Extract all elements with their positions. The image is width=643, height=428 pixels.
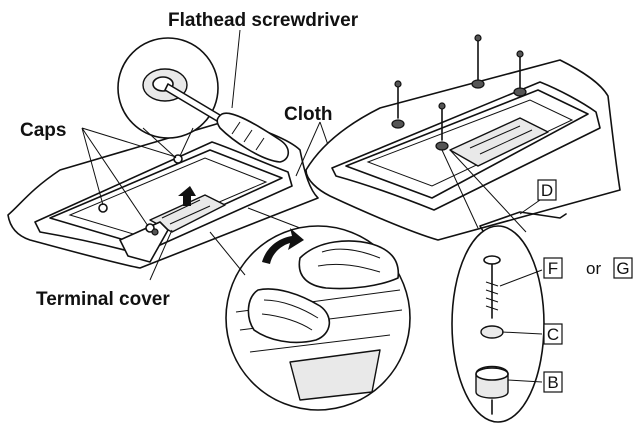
label-terminal-cover: Terminal cover <box>36 289 170 310</box>
screw-f-head <box>483 255 501 265</box>
part-g-tag: G <box>613 257 633 279</box>
nut-c <box>480 325 504 339</box>
left-tv-back <box>34 141 293 255</box>
cap-hole-2 <box>173 154 183 164</box>
left-tv-assembly <box>7 29 336 281</box>
rotate-arrow <box>262 228 304 264</box>
part-b-tag: B <box>543 371 563 393</box>
part-g-letter: G <box>616 259 629 278</box>
part-d-letter: D <box>541 181 553 200</box>
screw-f-thread <box>485 281 499 311</box>
cap-hole-1 <box>98 203 108 213</box>
label-caps: Caps <box>20 120 66 141</box>
left-tv-rim <box>68 157 268 237</box>
screwdriver-handle <box>216 112 290 163</box>
hands-close-up <box>209 207 411 411</box>
right-stand-plate <box>449 117 549 167</box>
hand-top <box>298 240 400 290</box>
hand-bottom <box>247 288 331 344</box>
part-d-tag: D <box>537 179 557 201</box>
screw-magnifier-cone <box>441 149 527 233</box>
spacer-b-top <box>475 367 509 381</box>
cap-hole-4 <box>151 228 159 236</box>
label-flathead-screwdriver: Flathead screwdriver <box>168 10 359 31</box>
terminal-pointer <box>149 229 173 281</box>
panel-recess <box>289 349 381 401</box>
caps-pointer-lines <box>81 127 177 227</box>
part-leaders <box>499 199 543 383</box>
magnifier-cone <box>142 127 194 159</box>
right-tv-inner-edge <box>345 89 589 199</box>
part-b-letter: B <box>547 373 558 392</box>
label-cloth: Cloth <box>284 104 333 125</box>
hand-bottom-fingers <box>261 299 319 331</box>
hand-top-fingers <box>317 248 381 273</box>
terminal-cover-ribs <box>161 199 211 225</box>
hands-cone <box>209 207 301 276</box>
lift-arrow <box>178 186 196 206</box>
screwdriver-grip <box>231 121 265 151</box>
part-f-tag: F <box>543 257 563 279</box>
screwdriver-pointer <box>231 29 241 109</box>
left-tv-inner-edge <box>49 149 283 245</box>
right-tv-rim <box>366 99 574 187</box>
part-c-tag: C <box>543 323 563 345</box>
label-or: or <box>586 259 601 278</box>
right-screws <box>391 34 527 151</box>
right-stand-ribs <box>469 125 533 155</box>
part-f-letter: F <box>548 259 558 278</box>
part-c-letter: C <box>547 325 559 344</box>
